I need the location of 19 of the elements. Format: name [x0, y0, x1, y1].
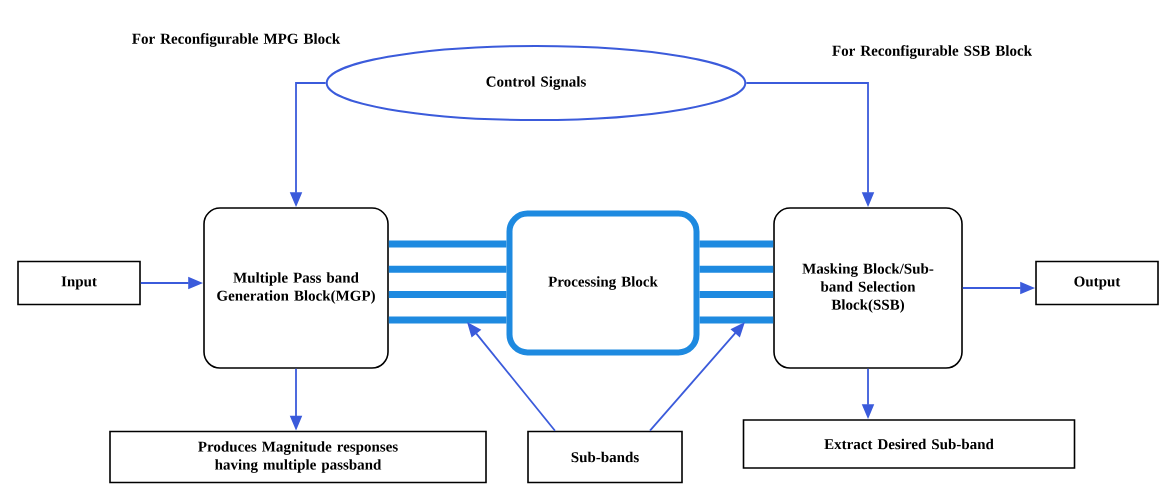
output-box: Output: [1035, 260, 1159, 306]
annotation-text: For Reconfigurable MPG Block: [132, 33, 341, 47]
note-box: Produces Magnitude responses having multiple passband: [109, 430, 487, 484]
bus-line: [699, 265, 774, 273]
bus-line: [388, 240, 507, 248]
bus-line: [388, 316, 507, 324]
annotation-text: For Reconfigurable SSB Block: [832, 45, 1032, 59]
process-box: Masking Block/Sub-band Selection Block(SSB): [773, 207, 963, 369]
process-box: Multiple Pass band Generation Block(MGP): [203, 207, 389, 369]
note-box: Extract Desired Sub-band: [742, 419, 1076, 469]
bus-line: [388, 265, 507, 273]
input-box: Input: [17, 260, 141, 306]
sub-bands-box: Sub-bands: [527, 430, 683, 484]
bus-line: [699, 240, 774, 248]
arrow: [649, 322, 745, 432]
bus-line: [699, 316, 774, 324]
bus-line: [388, 291, 507, 299]
processing-block: Processing Block: [506, 210, 700, 356]
bus-line: [699, 291, 774, 299]
